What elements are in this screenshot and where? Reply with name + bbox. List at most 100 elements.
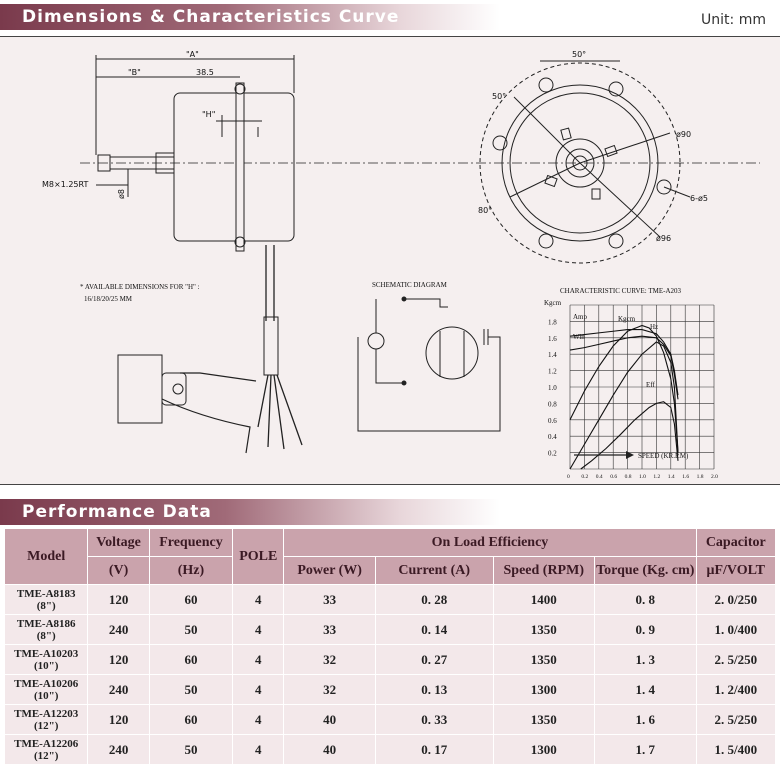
cell-power: 33 [283, 584, 376, 615]
cell-speed: 1350 [492, 704, 596, 735]
performance-table: Model Voltage Frequency POLE On Load Eff… [3, 528, 777, 765]
mount-hole-2 [608, 81, 624, 97]
curve-y-unit: Kgcm [544, 299, 562, 307]
y-tick-label: 0.4 [548, 433, 557, 441]
cell-voltage: 120 [87, 584, 150, 615]
cell-capacitor: 1. 0/400 [695, 614, 777, 645]
schematic-diagram [357, 296, 501, 432]
motor-body [173, 92, 295, 242]
dim-a-label: "A" [186, 50, 199, 59]
cell-model: TME-A8186(8") [3, 614, 89, 645]
cell-pole: 4 [232, 644, 285, 675]
model-name: TME-A8186 [16, 617, 76, 630]
curve-title: CHARACTERISTIC CURVE: TME-A203 [560, 287, 682, 295]
cell-capacitor: 1. 5/400 [695, 734, 777, 765]
cell-frequency: 60 [148, 644, 234, 675]
cell-capacitor: 2. 0/250 [695, 584, 777, 615]
col-header-frequency-unit: (Hz) [148, 556, 234, 585]
shaft-diameter-label: ø8 [117, 189, 126, 199]
cell-speed: 1400 [492, 584, 596, 615]
x-tick-label: 1.6 [682, 474, 689, 480]
cell-torque: 1. 7 [594, 734, 697, 765]
col-header-current: Current (A) [374, 556, 494, 585]
series-label-eff: Eff [646, 381, 655, 389]
cell-frequency: 50 [148, 734, 234, 765]
characteristic-curve-y-ticks: 1.81.61.41.21.00.80.60.40.2 [548, 318, 557, 457]
series-line-amp [569, 329, 679, 396]
section-banner-performance: Performance Data [0, 499, 500, 525]
wire-sleeve [263, 316, 279, 376]
cell-torque: 0. 8 [594, 584, 697, 615]
series-label-kgcm: Kgcm [618, 315, 636, 323]
col-header-capacitor-unit: μF/VOLT [695, 556, 777, 585]
cell-model: TME-A8183(8") [3, 584, 89, 615]
cell-speed: 1350 [492, 614, 596, 645]
series-line-hz [569, 341, 679, 470]
cell-voltage: 120 [87, 644, 150, 675]
model-name: TME-A10206 [14, 677, 79, 690]
cell-voltage: 240 [87, 734, 150, 765]
y-tick-label: 1.4 [548, 351, 557, 359]
mount-hole-3 [492, 135, 508, 151]
cell-frequency: 50 [148, 674, 234, 705]
cell-capacitor: 2. 5/250 [695, 644, 777, 675]
note-line-2: 16/18/20/25 MM [84, 295, 133, 303]
cell-speed: 1350 [492, 644, 596, 675]
y-tick-label: 1.8 [548, 318, 557, 326]
mounting-flange [479, 62, 681, 264]
cell-speed: 1300 [492, 674, 596, 705]
x-tick-label: 0 [567, 474, 570, 480]
col-header-speed: Speed (RPM) [492, 556, 596, 585]
ac-source-symbol [367, 332, 385, 350]
series-line-win [569, 335, 679, 400]
model-name: TME-A12203 [14, 707, 79, 720]
motor-winding-circle [425, 326, 479, 380]
model-size: (12") [33, 719, 59, 732]
y-tick-label: 0.2 [548, 450, 557, 458]
y-tick-label: 1.0 [548, 384, 557, 392]
x-tick-label: 1.8 [697, 474, 704, 480]
x-tick-label: 0.8 [625, 474, 632, 480]
mount-hole-6 [608, 233, 624, 249]
cell-voltage: 120 [87, 704, 150, 735]
mount-bolt-top [234, 83, 246, 95]
mount-hole-5 [538, 233, 554, 249]
series-label-hz: Hz [650, 323, 658, 331]
model-size: (8") [36, 599, 56, 612]
y-tick-label: 0.6 [548, 417, 557, 425]
cell-frequency: 60 [148, 584, 234, 615]
model-size: (10") [33, 689, 59, 702]
cell-pole: 4 [232, 734, 285, 765]
curve-x-label: SPEED (KR.P.M) [638, 452, 689, 460]
cell-model: TME-A10206(10") [3, 674, 89, 705]
characteristic-curve-grid [569, 304, 715, 470]
cell-power: 32 [283, 644, 376, 675]
col-header-pole: POLE [232, 528, 285, 585]
dim-b-label: "B" [128, 68, 141, 77]
x-tick-label: 2.0 [711, 474, 718, 480]
model-size: (12") [33, 749, 59, 762]
thread-label: M8×1.25RT [42, 180, 88, 189]
dim-385-label: 38.5 [196, 68, 214, 77]
series-label-win: Win [573, 333, 585, 341]
note-line-1: * AVAILABLE DIMENSIONS FOR "H" : [80, 283, 200, 291]
y-tick-label: 0.8 [548, 400, 557, 408]
cell-current: 0. 33 [374, 704, 494, 735]
angle-label-top: 50° [572, 50, 586, 59]
model-name: TME-A10203 [14, 647, 79, 660]
model-name: TME-A8183 [16, 587, 76, 600]
cell-pole: 4 [232, 674, 285, 705]
cell-power: 40 [283, 734, 376, 765]
diameter-96-label: ø96 [656, 234, 671, 243]
cell-current: 0. 27 [374, 644, 494, 675]
shaft-collar [155, 152, 175, 174]
cell-capacitor: 1. 2/400 [695, 674, 777, 705]
dim-h-label: "H" [202, 110, 215, 119]
col-header-torque: Torque (Kg. cm) [594, 556, 697, 585]
cell-model: TME-A12203(12") [3, 704, 89, 735]
